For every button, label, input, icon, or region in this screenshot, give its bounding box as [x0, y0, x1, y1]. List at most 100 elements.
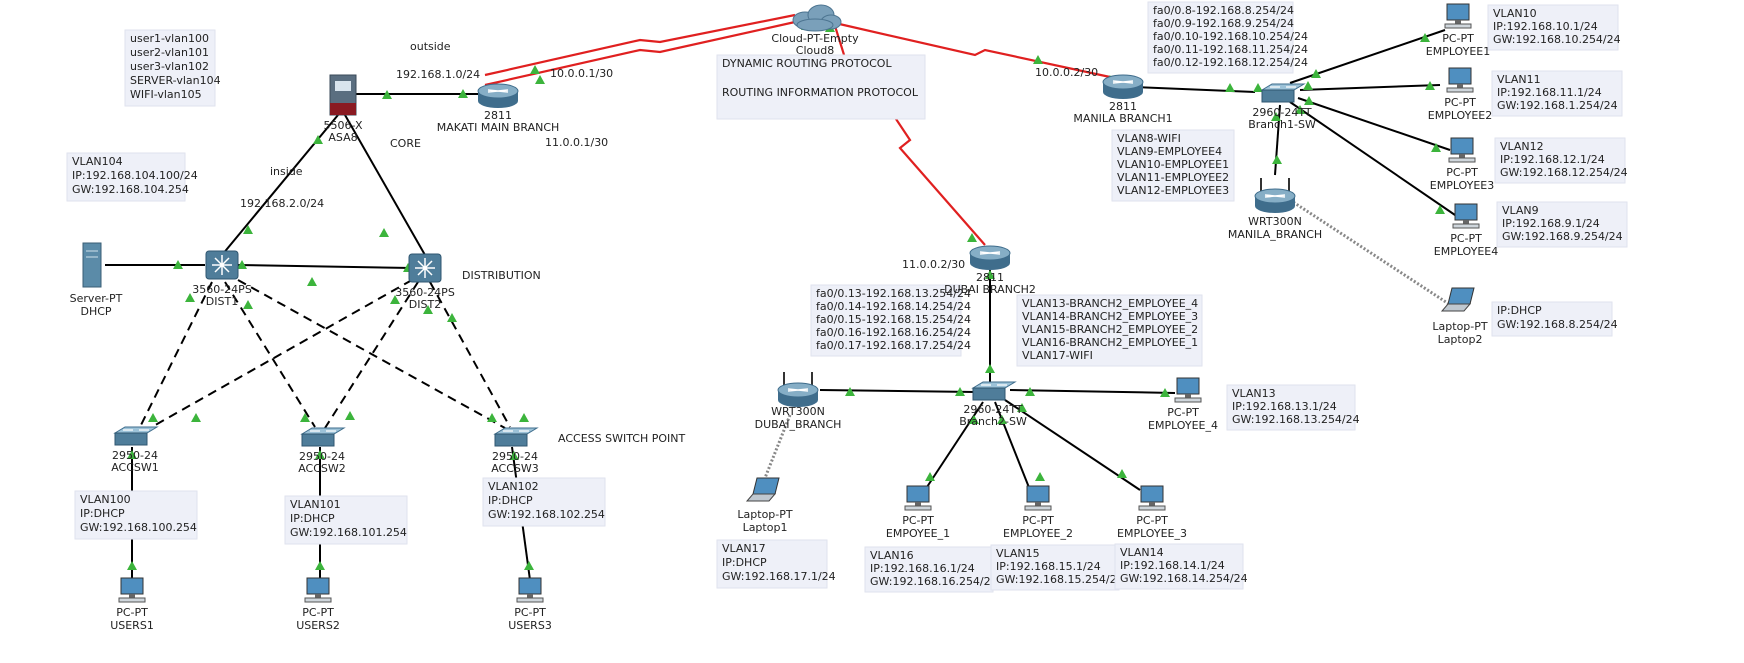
link-branch2sw-b2emp3[interactable] — [1004, 399, 1141, 491]
note-background — [864, 546, 994, 593]
dist1-switch[interactable]: 3560-24PS DIST1 — [192, 250, 252, 308]
devices-layer: 5506-X ASA8 2811 MAKATI MAIN BRANCH Clou… — [70, 3, 1499, 632]
accsw1-switch[interactable]: 2950-24 ACCSW1 — [111, 426, 159, 474]
link-manila-branch1sw[interactable] — [1134, 86, 1256, 93]
serial-link-makati-cloud-b[interactable] — [484, 20, 796, 87]
link-dist1-dist2[interactable] — [237, 264, 413, 269]
laptop2-device[interactable]: Laptop-PT Laptop2 — [1432, 287, 1488, 346]
manila-ip-label: 10.0.0.2/30 — [1035, 66, 1098, 79]
port-up-indicator — [390, 295, 400, 304]
manila-wireless-router[interactable]: WRT300N MANILA_BRANCH — [1228, 178, 1322, 241]
dist2-switch[interactable]: 3560-24PS DIST2 — [395, 253, 455, 311]
note-emp3[interactable]: VLAN12IP:192.168.12.1/24GW:192.168.12.25… — [1494, 137, 1628, 184]
dubai-ip-label: 11.0.0.2/30 — [902, 258, 965, 271]
dist2-name-label: DIST2 — [409, 298, 441, 311]
b2-employee4-pc[interactable]: PC-PT EMPLOYEE_4 — [1148, 377, 1218, 432]
link-dist1-accsw1[interactable] — [139, 281, 213, 428]
link-branch1sw-emp3[interactable] — [1297, 97, 1451, 151]
b2-employee2-pc[interactable]: PC-PT EMPLOYEE_2 — [1003, 485, 1073, 540]
employee3-pc[interactable]: PC-PT EMPLOYEE3 — [1430, 137, 1495, 192]
note-line: VLAN16-BRANCH2_EMPLOYEE_1 — [1022, 336, 1198, 349]
link-dubai-ap[interactable] — [819, 389, 976, 393]
serial-link-makati-cloud-a[interactable] — [484, 13, 796, 77]
employee4-pc[interactable]: PC-PT EMPLOYEE4 — [1434, 203, 1499, 258]
employee1-pc[interactable]: PC-PT EMPLOYEE1 — [1426, 3, 1491, 58]
dhcp-server[interactable]: Server-PT DHCP — [70, 242, 123, 318]
users1-pc[interactable]: PC-PT USERS1 — [110, 577, 154, 632]
note-line: ROUTING INFORMATION PROTOCOL — [722, 86, 919, 99]
link-dist1-accsw2[interactable] — [224, 281, 316, 428]
link-asa-dist1[interactable] — [221, 114, 339, 256]
employee2-pc[interactable]: PC-PT EMPLOYEE2 — [1428, 67, 1493, 122]
users2-pc[interactable]: PC-PT USERS2 — [296, 577, 340, 632]
branch2sw-switch[interactable]: 2960-24TT Branch2-SW — [959, 381, 1027, 428]
note-line: GW:192.168.15.254/24 — [996, 573, 1124, 586]
port-up-indicator — [519, 413, 529, 422]
asa-firewall[interactable]: 5506-X ASA8 — [324, 74, 363, 144]
link-dist2-accsw1[interactable] — [149, 279, 413, 429]
manila-router[interactable]: 2811 MANILA BRANCH1 — [1073, 74, 1173, 125]
makati-router[interactable]: 2811 MAKATI MAIN BRANCH — [437, 83, 560, 134]
dubai-router[interactable]: 2811 DUBAI BRANCH2 — [944, 245, 1036, 296]
note-line: IP:192.168.15.1/24 — [996, 560, 1101, 573]
note-dubai-subifs[interactable]: fa0/0.13-192.168.13.254/24fa0/0.14-192.1… — [810, 284, 971, 357]
b2-employee3-pc[interactable]: PC-PT EMPLOYEE_3 — [1117, 485, 1187, 540]
link-branch1sw-emp2[interactable] — [1299, 84, 1441, 91]
accsw3-model-label: 2950-24 — [492, 450, 538, 463]
serial-link-cloud-manila[interactable] — [834, 21, 1111, 79]
note-b2emp4[interactable]: VLAN13IP:192.168.13.1/24GW:192.168.13.25… — [1226, 384, 1360, 431]
note-manila-vlans[interactable]: VLAN8-WIFIVLAN9-EMPLOYEE4VLAN10-EMPLOYEE… — [1111, 129, 1235, 202]
dubai-wireless-router[interactable]: WRT300N DUBAI_BRANCH — [755, 372, 842, 431]
port-up-indicator — [185, 293, 195, 302]
note-emp2[interactable]: VLAN11IP:192.168.11.1/24GW:192.168.1.254… — [1491, 70, 1623, 117]
note-dubai-vlans[interactable]: VLAN13-BRANCH2_EMPLOYEE_4VLAN14-BRANCH2_… — [1016, 294, 1203, 367]
link-dist2-accsw3[interactable] — [429, 281, 511, 428]
port-up-indicator — [458, 89, 468, 98]
users3-pc[interactable]: PC-PT USERS3 — [508, 577, 552, 632]
branch1sw-switch[interactable]: 2960-24TT Branch1-SW — [1248, 83, 1316, 131]
b2-employee1-pc[interactable]: PC-PT EMPOYEE_1 — [886, 485, 950, 540]
note-line: VLAN11 — [1497, 73, 1541, 86]
note-b2emp3[interactable]: VLAN14IP:192.168.14.1/24GW:192.168.14.25… — [1114, 543, 1248, 590]
link-branch2sw-b2emp4[interactable] — [1009, 389, 1176, 394]
note-emp4[interactable]: VLAN9IP:192.168.9.1/24GW:192.168.9.254/2… — [1496, 201, 1628, 248]
note-server-vlan[interactable]: VLAN104IP:192.168.104.100/24GW:192.168.1… — [66, 152, 198, 202]
note-line: IP:192.168.14.1/24 — [1120, 559, 1225, 572]
note-line: VLAN8-WIFI — [1117, 132, 1181, 145]
link-branch1sw-emp4[interactable] — [1289, 101, 1456, 216]
note-b2emp1[interactable]: VLAN16IP:192.168.16.1/24GW:192.168.16.25… — [864, 546, 998, 593]
note-line: GW:192.168.14.254/24 — [1120, 572, 1248, 585]
accsw2-name-label: ACCSW2 — [298, 462, 346, 475]
wireless-link-laptop2[interactable] — [1289, 198, 1456, 310]
accsw3-switch[interactable]: 2950-24 ACCSW3 — [491, 427, 539, 475]
note-vlan-map[interactable]: user1-vlan100user2-vlan101user3-vlan102S… — [124, 29, 221, 107]
note-line: fa0/0.13-192.168.13.254/24 — [816, 287, 971, 300]
laptop1-device[interactable]: Laptop-PT Laptop1 — [737, 477, 793, 534]
link-asa-dist2[interactable] — [344, 114, 426, 256]
link-dist1-accsw3[interactable] — [237, 279, 506, 429]
note-manila-subifs[interactable]: fa0/0.8-192.168.8.254/24fa0/0.9-192.168.… — [1147, 1, 1308, 74]
serial-link-dubai[interactable] — [889, 109, 986, 246]
port-up-indicator — [955, 387, 965, 396]
port-up-indicator — [1033, 55, 1043, 64]
b2emp3-model-label: PC-PT — [1136, 514, 1168, 527]
emp1-model-label: PC-PT — [1442, 32, 1474, 45]
note-line: IP:192.168.9.1/24 — [1502, 217, 1600, 230]
port-up-indicator — [1435, 205, 1445, 214]
emp3-name-label: EMPLOYEE3 — [1430, 179, 1495, 192]
cloud-device[interactable]: Cloud-PT-Empty Cloud8 — [771, 4, 859, 57]
link-branch2sw-b2emp2[interactable] — [994, 401, 1031, 491]
note-line: IP:DHCP — [1497, 304, 1542, 317]
accsw2-switch[interactable]: 2950-24 ACCSW2 — [298, 427, 346, 475]
note-background — [66, 152, 186, 202]
wireless-link-laptop1[interactable] — [763, 414, 792, 479]
note-emp1[interactable]: VLAN10IP:192.168.10.1/24GW:192.168.10.25… — [1487, 4, 1621, 51]
note-b2emp2[interactable]: VLAN15IP:192.168.15.1/24GW:192.168.15.25… — [990, 544, 1124, 591]
